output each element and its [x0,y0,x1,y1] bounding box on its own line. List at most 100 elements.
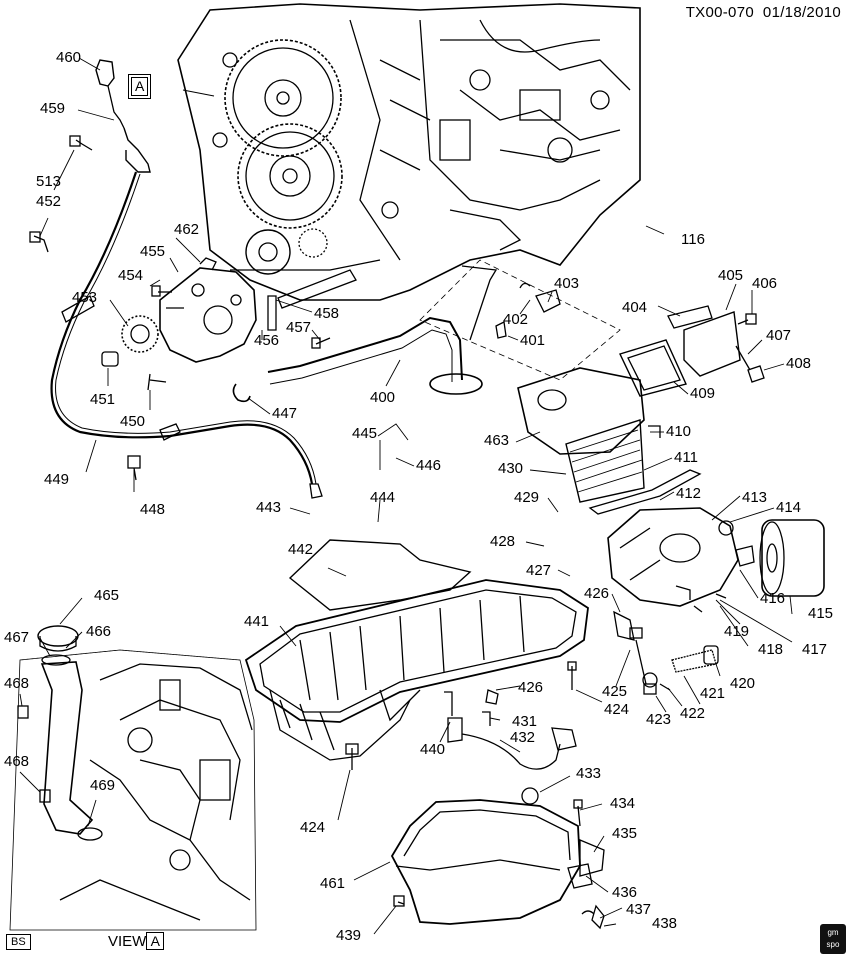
callout-403: 403 [554,275,580,292]
oil-pump [101,257,357,391]
callout-456: 456 [254,332,280,349]
callout-415: 415 [808,605,834,622]
dipstick-assembly [50,59,323,499]
leader-lines [19,57,793,935]
callout-417: 417 [802,641,828,658]
callout-116: 116 [681,231,705,248]
callout-446: 446 [416,457,442,474]
oil-cooler-brackets [619,305,765,397]
callout-469: 469 [90,777,116,794]
callout-462: 462 [174,221,200,238]
callout-418: 418 [758,641,784,658]
callout-411: 411 [674,449,698,466]
callout-420: 420 [730,675,756,692]
callout-443: 443 [256,499,282,516]
oil-pickup-tube [232,265,498,403]
callout-404: 404 [622,299,648,316]
callout-414: 414 [776,499,802,516]
callout-441: 441 [244,613,270,630]
callout-437: 437 [626,901,652,918]
callout-408: 408 [786,355,812,372]
callout-425: 425 [602,683,628,700]
view-a-marker: A [127,74,152,99]
callout-422: 422 [680,705,706,722]
callout-452: 452 [36,193,62,210]
oil-sensor-components [419,259,621,381]
callout-465: 465 [94,587,120,604]
callout-431: 431 [512,713,538,730]
drawing-id: TX00-070 [685,4,754,21]
gm-spo-logo: gm spo [820,924,846,954]
callout-426-lower: 426 [518,679,544,696]
oil-filter-housing [607,507,825,613]
callout-442: 442 [288,541,314,558]
callout-406: 406 [752,275,778,292]
callout-424-right: 424 [604,701,630,718]
callout-447: 447 [272,405,298,422]
callout-439: 439 [336,927,362,944]
callout-400: 400 [370,389,396,406]
callout-460: 460 [56,49,82,66]
callout-433: 433 [576,765,602,782]
callout-435: 435 [612,825,638,842]
callout-428: 428 [490,533,516,550]
callout-413: 413 [742,489,768,506]
callout-463: 463 [484,432,510,449]
bs-tag: BS [6,934,31,950]
callout-407: 407 [766,327,792,344]
callout-455: 455 [140,243,166,260]
drawing-date: 01/18/2010 [762,4,841,21]
small-bolts-left [29,135,141,481]
upper-oil-pan [244,539,589,761]
callout-412: 412 [676,485,702,502]
callout-457: 457 [286,319,312,336]
callout-468-upper: 468 [4,675,30,692]
callout-402: 402 [503,311,529,328]
oil-filter-adapter [517,367,702,515]
callout-410: 410 [666,423,692,440]
callout-424-left: 424 [300,819,326,836]
callout-429: 429 [514,489,540,506]
callout-416: 416 [760,590,786,607]
view-text: VIEW [108,933,147,950]
callout-440: 440 [420,741,446,758]
callout-409: 409 [690,385,716,402]
drawing-header: TX00-070 01/18/2010 [686,4,841,21]
callout-419: 419 [724,623,750,640]
callout-432: 432 [510,729,536,746]
callout-451: 451 [90,391,116,408]
callout-427: 427 [526,562,552,579]
callout-450: 450 [120,413,146,430]
callout-468-lower: 468 [4,753,30,770]
callout-513: 513 [36,173,62,190]
inset-view-a [9,625,257,931]
callout-467: 467 [4,629,30,646]
callout-444: 444 [370,489,396,506]
callout-449: 449 [44,471,70,488]
callout-405: 405 [718,267,744,284]
callout-445: 445 [352,425,378,442]
callout-454: 454 [118,267,144,284]
engine-block [177,3,641,301]
timing-gears [224,39,343,275]
lower-oil-pan [345,743,605,930]
callout-448: 448 [140,501,166,518]
oil-level-sensor [444,689,577,805]
callout-466: 466 [86,623,112,640]
callout-459: 459 [40,100,66,117]
callout-461: 461 [320,875,346,892]
callout-401: 401 [520,332,546,349]
callout-458: 458 [314,305,340,322]
callout-438: 438 [652,915,678,932]
callout-434: 434 [610,795,636,812]
callout-423: 423 [646,711,672,728]
callout-453: 453 [72,289,98,306]
callout-421: 421 [700,685,726,702]
callout-426-upper: 426 [584,585,610,602]
callout-436: 436 [612,884,638,901]
view-letter: A [146,932,165,950]
callout-430: 430 [498,460,524,477]
